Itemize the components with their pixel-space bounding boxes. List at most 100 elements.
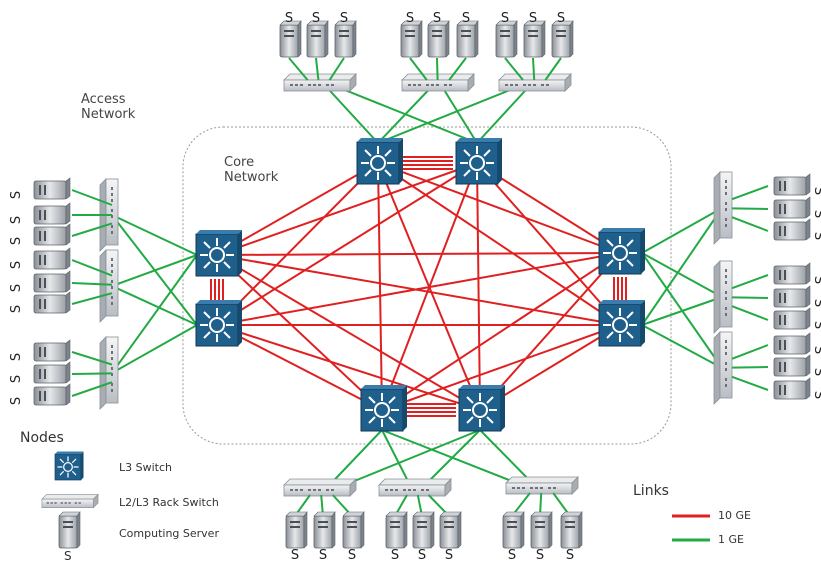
server-icon <box>33 223 71 246</box>
link-10ge <box>216 252 621 256</box>
server-link-1ge <box>448 57 467 81</box>
link-10ge <box>216 254 383 411</box>
server-label: S <box>406 11 414 26</box>
l3-switch-bottom-right <box>458 384 506 432</box>
server-label: S <box>433 11 441 26</box>
l3-switch-right-lower <box>598 299 646 347</box>
rack-switch-bottom-2 <box>378 478 452 497</box>
server-link-1ge <box>731 344 769 360</box>
server-label: S <box>566 548 574 563</box>
server-link-1ge <box>409 57 428 81</box>
server-label: S <box>9 284 24 292</box>
link-1ge <box>641 324 723 369</box>
server-icon <box>530 511 553 549</box>
link-10ge <box>216 324 383 411</box>
rack-switch-right-3 <box>713 331 733 405</box>
server-label: S <box>811 276 821 284</box>
legend-10ge-label: 10 GE <box>718 509 751 522</box>
link-1ge <box>641 252 723 298</box>
server-label: S <box>529 11 537 26</box>
server-link-1ge <box>71 189 113 206</box>
link-10ge <box>216 324 481 411</box>
server-link-1ge <box>71 292 113 305</box>
server-label: S <box>9 237 24 245</box>
server-icon <box>773 307 811 330</box>
server-icon <box>560 511 583 549</box>
server-icon <box>495 20 518 58</box>
server-label: S <box>811 187 821 195</box>
server-icon <box>33 383 71 406</box>
rack-switch-right-2 <box>713 260 733 334</box>
server-label: S <box>501 11 509 26</box>
server-label: S <box>9 216 24 224</box>
l3-switch-icon <box>54 450 85 481</box>
server-link-1ge <box>288 57 309 81</box>
server-link-1ge <box>71 222 113 237</box>
access-links-1ge <box>111 79 723 496</box>
legend-l3-switch-label: L3 Switch <box>119 461 172 474</box>
server-icon <box>773 285 811 308</box>
server-icon <box>523 20 546 58</box>
link-1ge <box>111 254 198 287</box>
server-icon <box>33 361 71 384</box>
server-link-1ge <box>315 57 320 81</box>
link-10ge <box>216 162 478 256</box>
server-label: S <box>811 210 821 218</box>
server-icon <box>427 20 450 58</box>
link-10ge <box>479 252 621 411</box>
server-link-1ge <box>71 259 113 277</box>
server-link-1ge <box>731 305 769 321</box>
server-icon <box>773 262 811 285</box>
link-10ge <box>216 254 481 411</box>
core-network-boundary <box>182 126 672 445</box>
server-label: S <box>9 261 24 269</box>
server-label: S <box>557 11 565 26</box>
link-1ge <box>111 254 198 374</box>
legend-server-label: Computing Server <box>119 527 219 540</box>
server-icon <box>412 511 435 549</box>
server-icon <box>33 247 71 270</box>
server-link-1ge <box>71 282 113 286</box>
server-link-1ge <box>731 216 769 232</box>
server-link-1ge <box>731 296 769 299</box>
server-link-1ge <box>731 366 769 369</box>
server-label: S <box>9 353 24 361</box>
server-icon <box>279 20 302 58</box>
l3-switch-right-upper <box>598 227 646 275</box>
core-links-10ge <box>210 156 627 417</box>
server-link-1ge <box>544 57 562 81</box>
legend-nodes-title: Nodes <box>20 430 64 446</box>
server-label: S <box>508 548 516 563</box>
server-link-1ge <box>731 375 769 391</box>
rack-switch-left-2 <box>99 249 119 323</box>
server-link-1ge <box>532 57 536 81</box>
legend-1ge-label: 1 GE <box>718 533 744 546</box>
server-link-1ge <box>731 185 769 201</box>
l3-switch-left-lower <box>195 299 243 347</box>
rack-switch-bottom-1 <box>283 478 357 497</box>
server-label: S <box>340 11 348 26</box>
server-label: S <box>811 391 821 399</box>
link-1ge <box>641 252 723 369</box>
server-link-1ge <box>436 57 439 81</box>
server-label: S <box>811 232 821 240</box>
server-icon <box>502 511 525 549</box>
server-link-1ge <box>71 381 113 397</box>
server-label: S <box>9 397 24 405</box>
link-1ge <box>111 285 198 326</box>
server-icon <box>439 511 462 549</box>
server-label: S <box>319 548 327 563</box>
rack-switch-right-1 <box>713 171 733 245</box>
server-label: S <box>9 305 24 313</box>
server-icon <box>58 511 81 549</box>
server-link-1ge <box>731 207 769 210</box>
server-label: S <box>445 548 453 563</box>
server-icon <box>551 20 574 58</box>
server-icon <box>334 20 357 58</box>
link-10ge <box>377 162 621 254</box>
server-label: S <box>418 548 426 563</box>
l3-switch-left-upper <box>195 229 243 277</box>
core-network-label: Core Network <box>224 155 279 185</box>
server-icon <box>33 339 71 362</box>
